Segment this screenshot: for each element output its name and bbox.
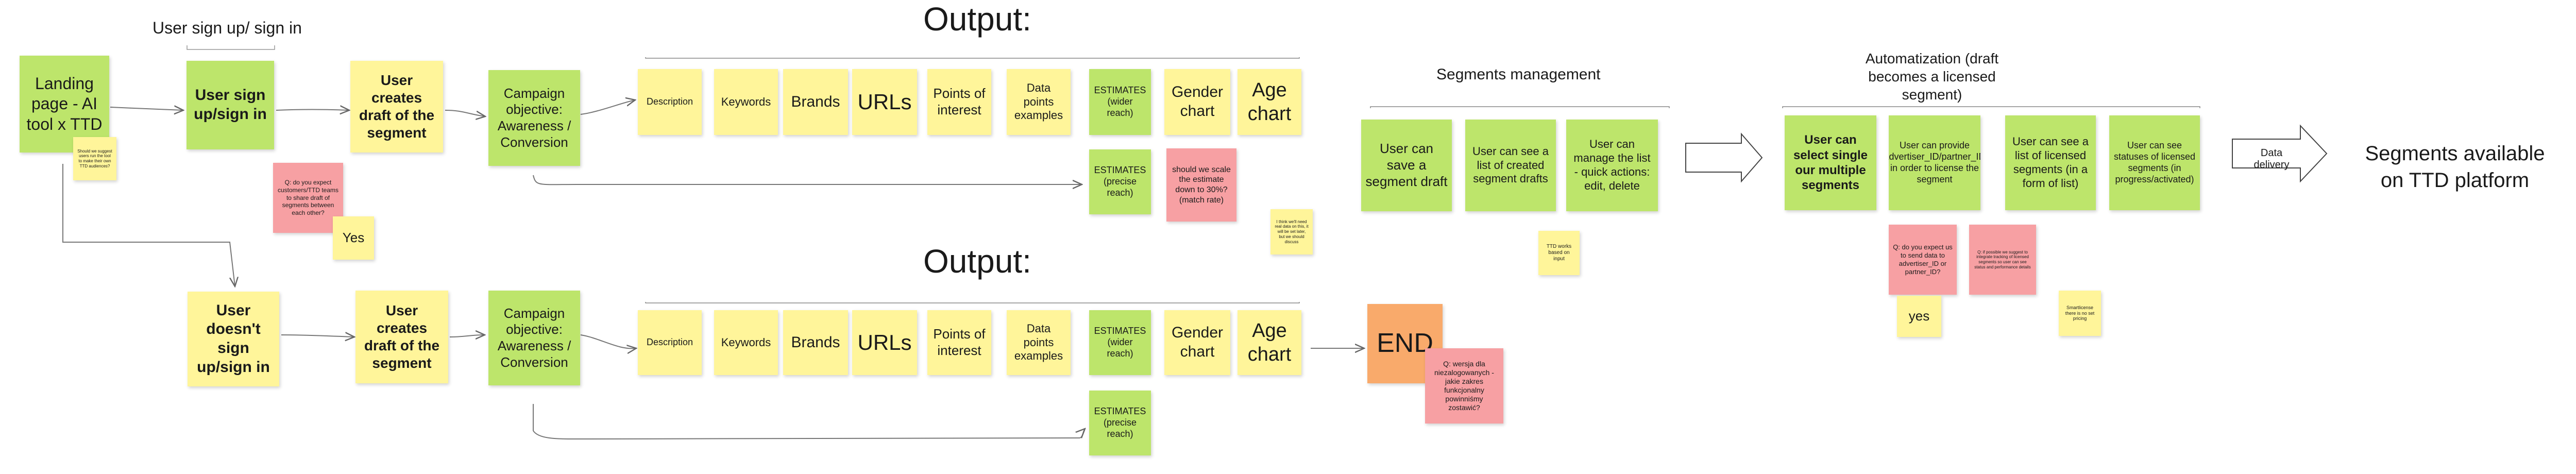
question-tracking-note[interactable]: Q: if possible we suggest to integrate t… xyxy=(1969,225,2036,295)
estimates-wider-note-2[interactable]: ESTIMATES (wider reach) xyxy=(1089,310,1151,375)
list-drafts-note[interactable]: User can see a list of created segment d… xyxy=(1465,120,1556,211)
data-points-note[interactable]: Data points examples xyxy=(1007,69,1071,135)
gender-chart-note[interactable]: Gender chart xyxy=(1164,69,1230,135)
license-status-note[interactable]: User can see statuses of licensed segmen… xyxy=(2109,115,2200,210)
data-points-note-2[interactable]: Data points examples xyxy=(1007,310,1071,375)
question-share-drafts-note[interactable]: Q: do you expect customers/TTD teams to … xyxy=(273,163,343,233)
output-title-2: Output: xyxy=(923,243,1031,280)
data-delivery-label: Data delivery xyxy=(2253,147,2290,171)
signup-title: User sign up/ sign in xyxy=(152,19,302,37)
urls-note-2[interactable]: URLs xyxy=(852,310,917,375)
keywords-note[interactable]: Keywords xyxy=(714,69,778,135)
manage-list-note[interactable]: User can manage the list - quick actions… xyxy=(1566,120,1658,211)
age-chart-note-2[interactable]: Age chart xyxy=(1238,310,1301,375)
description-note[interactable]: Description xyxy=(638,69,702,135)
ttd-works-note[interactable]: TTD works based on input xyxy=(1538,231,1580,275)
no-signup-note[interactable]: User doesn't sign up/sign in xyxy=(188,292,279,386)
points-of-interest-note-2[interactable]: Points of interest xyxy=(927,310,991,375)
points-of-interest-note[interactable]: Points of interest xyxy=(927,69,991,135)
landing-page-note[interactable]: Landing page - AI tool x TTD xyxy=(20,56,109,153)
segments-available-label: Segments available on TTD platform xyxy=(2365,142,2545,192)
keywords-note-2[interactable]: Keywords xyxy=(714,310,778,375)
estimates-precise-note-2[interactable]: ESTIMATES (precise reach) xyxy=(1089,391,1151,455)
question-send-data-note[interactable]: Q: do you expect us to send data to adve… xyxy=(1889,225,1957,295)
automatization-title: Automatization (draft becomes a licensed… xyxy=(1865,50,1999,103)
campaign-objective-note[interactable]: Campaign objective: Awareness / Conversi… xyxy=(488,70,580,166)
age-chart-note[interactable]: Age chart xyxy=(1238,69,1301,135)
scale-reply-note[interactable]: I think we'll need real data on this, it… xyxy=(1270,209,1313,255)
creates-draft-note-2[interactable]: User creates draft of the segment xyxy=(355,291,448,383)
pricing-note[interactable]: Smartlicense there is no set pricing xyxy=(2059,291,2101,336)
description-note-2[interactable]: Description xyxy=(638,310,702,375)
creates-draft-note[interactable]: User creates draft of the segment xyxy=(350,61,443,153)
scale-estimate-note[interactable]: should we scale the estimate down to 30%… xyxy=(1166,148,1236,222)
answer-yes-note-2[interactable]: yes xyxy=(1897,296,1941,337)
campaign-objective-note-2[interactable]: Campaign objective: Awareness / Conversi… xyxy=(488,291,580,385)
save-draft-note[interactable]: User can save a segment draft xyxy=(1361,120,1452,211)
flow-arrow-2 xyxy=(2232,124,2328,183)
select-segments-note[interactable]: User can select single our multiple segm… xyxy=(1785,115,1876,210)
flow-arrow-1 xyxy=(1685,132,1763,183)
estimates-wider-note[interactable]: ESTIMATES (wider reach) xyxy=(1089,69,1151,135)
end-question-note[interactable]: Q: wersja dla niezalogowanych - jakie za… xyxy=(1425,348,1503,424)
gender-chart-note-2[interactable]: Gender chart xyxy=(1164,310,1230,375)
brands-note[interactable]: Brands xyxy=(783,69,848,135)
user-signup-note[interactable]: User sign up/sign in xyxy=(187,61,274,149)
landing-comment-note[interactable]: Should we suggest users run the tool to … xyxy=(73,137,116,180)
output-title-1: Output: xyxy=(923,1,1031,38)
segments-mgmt-title: Segments management xyxy=(1436,66,1601,83)
estimates-precise-note[interactable]: ESTIMATES (precise reach) xyxy=(1089,149,1151,214)
brands-note-2[interactable]: Brands xyxy=(783,310,848,375)
licensed-list-note[interactable]: User can see a list of licensed segments… xyxy=(2005,115,2096,210)
urls-note[interactable]: URLs xyxy=(852,69,917,135)
answer-yes-note[interactable]: Yes xyxy=(333,216,374,260)
provide-id-note[interactable]: User can provide advertiser_ID/partner_I… xyxy=(1889,115,1980,210)
